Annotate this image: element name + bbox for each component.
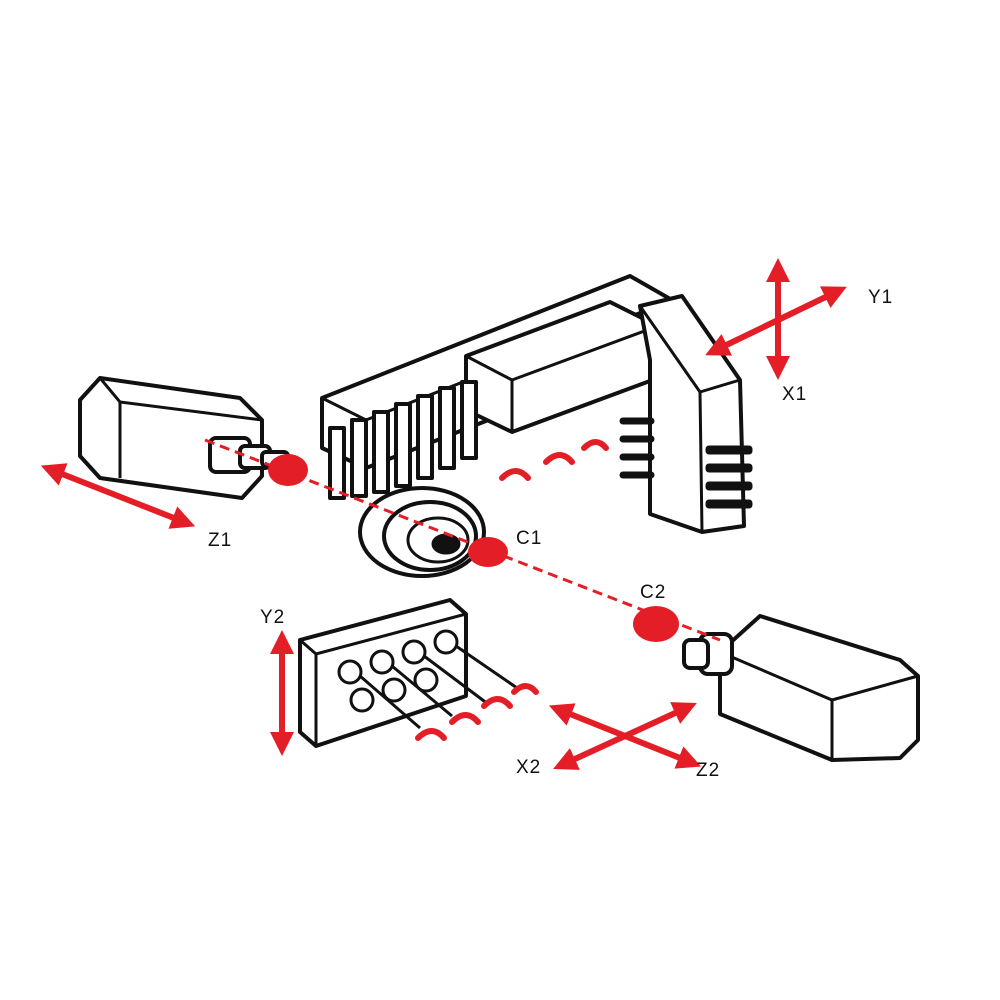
- label-c2: C2: [640, 582, 666, 603]
- connector-pins: [337, 629, 521, 730]
- axis-z1-arrow: [40, 463, 196, 529]
- label-y2: Y2: [260, 607, 285, 628]
- lens-ring: [358, 486, 486, 578]
- label-x1: X1: [782, 384, 807, 405]
- pin-header-right: [619, 417, 753, 509]
- heat-sink-fins: [328, 380, 478, 500]
- label-x2: X2: [516, 757, 541, 778]
- label-z1: Z1: [208, 530, 232, 551]
- label-z2: Z2: [696, 760, 720, 781]
- optical-axis-line: [204, 438, 721, 642]
- connector-block: [298, 598, 521, 748]
- label-c1: C1: [516, 528, 542, 549]
- contact-markers: [268, 439, 679, 741]
- axis-x2-z2-arrows: [548, 702, 702, 770]
- axis-x1-y1-arrows: [705, 258, 847, 380]
- right-motor-unit: [682, 614, 920, 762]
- label-y1: Y1: [868, 287, 893, 308]
- left-motor-unit: [78, 376, 290, 500]
- central-assembly: [320, 274, 753, 578]
